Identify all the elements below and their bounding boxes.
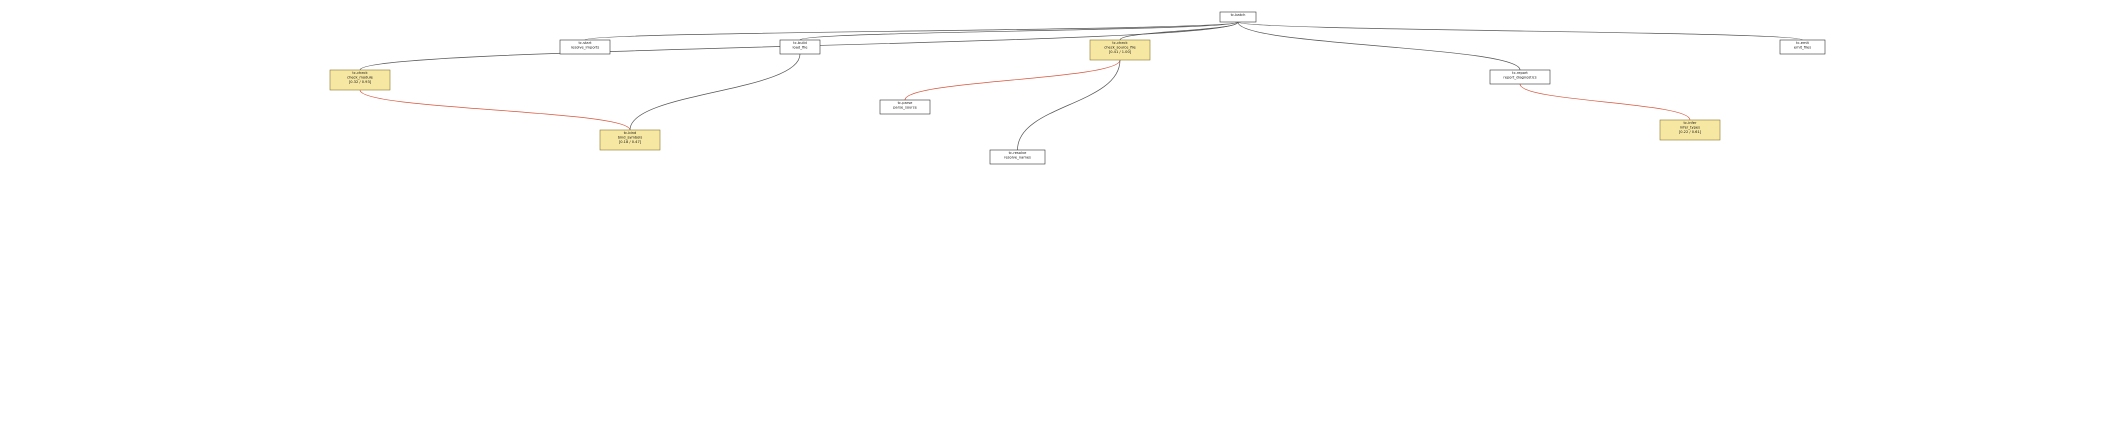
graph-node-label: load_file <box>793 46 809 50</box>
graph-node-box <box>1219 11 1257 23</box>
graph-node-label: check_module <box>347 76 374 80</box>
graph-node-box <box>1659 119 1721 141</box>
graph-node-box <box>1489 69 1551 85</box>
graph-edge <box>359 89 631 131</box>
graph-node-label: tc-check <box>1112 41 1128 45</box>
graph-node-label: tc-infer <box>1684 121 1697 125</box>
graph-node-label: tc-emit <box>1796 41 1809 45</box>
graph-node-label: [0.41 / 1.00] <box>1109 50 1132 54</box>
graph-node-label: infer_types <box>1680 126 1700 130</box>
graph-node-label: [0.18 / 0.47] <box>619 140 642 144</box>
graph-edge <box>1237 21 1521 71</box>
graph-node-label: resolve_names <box>1004 156 1031 160</box>
graph-node-label: parse_source <box>893 106 918 110</box>
graph-node-label: tc-report <box>1512 71 1528 75</box>
graph-node-label: tc-bind <box>624 131 637 135</box>
graph-node-box <box>879 99 931 115</box>
graph-node-label: resolve_imports <box>571 46 600 50</box>
graph-node-label: report_diagnostics <box>1503 76 1536 80</box>
graph-node-box <box>559 39 611 55</box>
graph-edge <box>904 59 1121 101</box>
graph-edge <box>1237 21 1803 41</box>
graph-node-label: check_source_file <box>1104 46 1136 50</box>
graph-edge <box>799 21 1239 41</box>
graph-edge <box>1017 59 1121 151</box>
graph-node-label: [0.32 / 0.93] <box>349 80 372 84</box>
graph-node-label: tc-parse <box>898 101 914 105</box>
graph-node-box <box>779 39 821 55</box>
graph-edge <box>584 21 1239 41</box>
graph-node: tc-batch <box>1219 11 1257 23</box>
graph-node-label: tc-start <box>578 41 592 45</box>
graph-edge <box>629 53 801 131</box>
graph-node-label: tc-build <box>793 41 807 45</box>
graph-node-box <box>1089 39 1151 61</box>
graph-node-label: tc-batch <box>1231 13 1246 17</box>
graph-node-box <box>1779 39 1826 55</box>
graph-node-label: emit_files <box>1794 46 1811 50</box>
graph-node-box <box>599 129 661 151</box>
graph-edges <box>359 21 1803 151</box>
graph-node-label: bind_symbols <box>618 136 643 140</box>
graph-nodes: tc-batchtc-buildload_filetc-startresolve… <box>329 11 1826 165</box>
graph-node-box <box>329 69 391 91</box>
graph-node-label: tc-resolve <box>1009 151 1027 155</box>
graph-node-label: [0.22 / 0.61] <box>1679 130 1702 134</box>
graph-node-box <box>989 149 1046 165</box>
graph-node-label: tc-check <box>352 71 368 75</box>
graph-edge <box>1519 83 1691 121</box>
